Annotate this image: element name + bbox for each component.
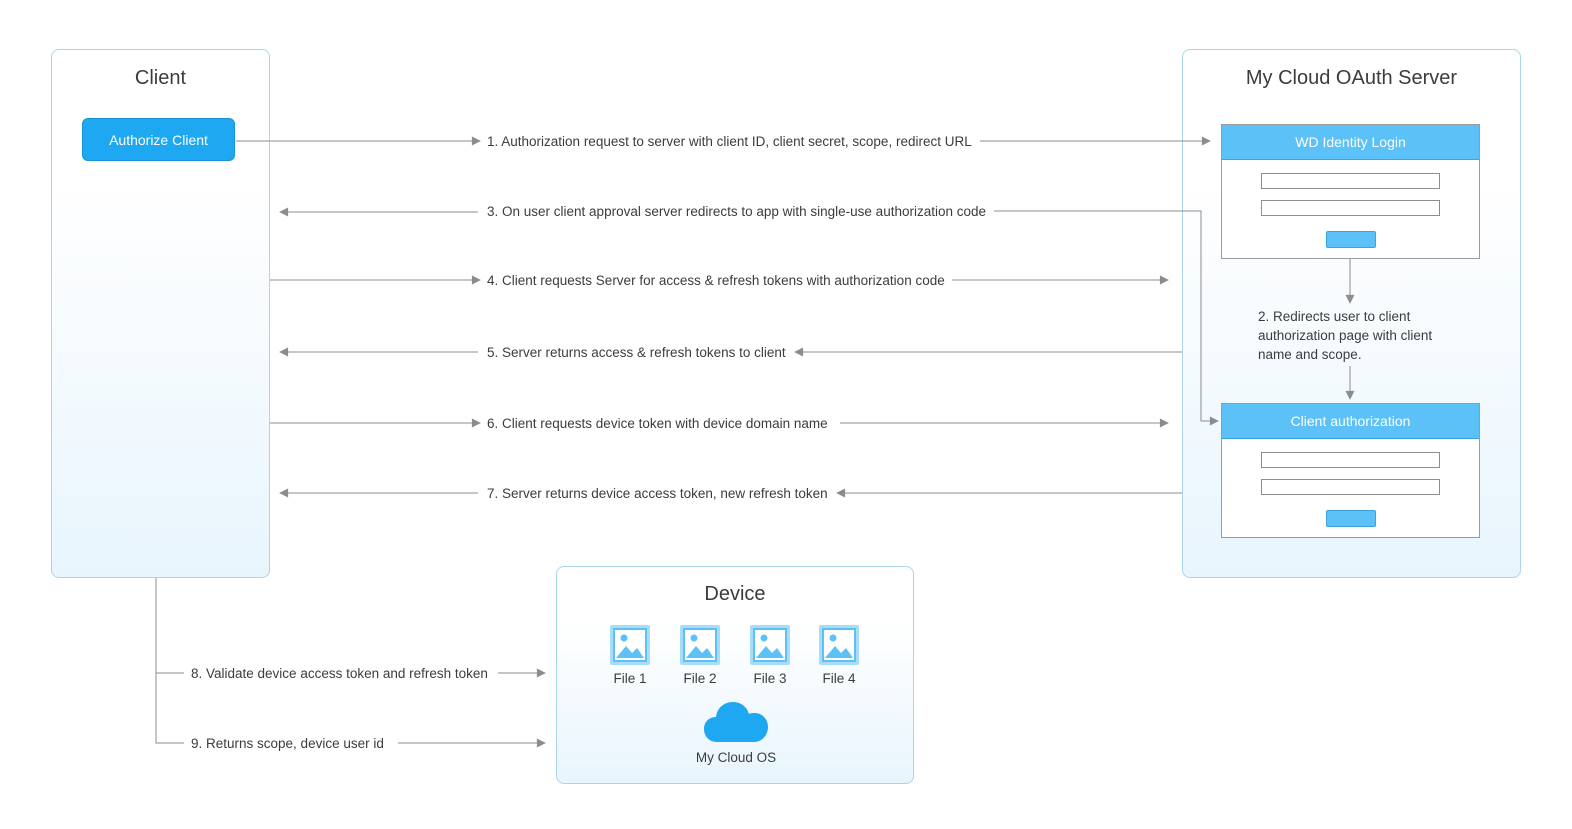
image-file-icon[interactable]: [610, 625, 650, 665]
message-7: 7. Server returns device access token, n…: [487, 486, 828, 501]
file-label-3: File 3: [753, 671, 787, 686]
client-title: Client: [134, 67, 187, 89]
login-password-field[interactable]: [1261, 200, 1440, 216]
my-cloud-os-label: My Cloud OS: [695, 750, 777, 765]
redirect-note: 2. Redirects user to client authorizatio…: [1258, 309, 1433, 362]
auth-field-2[interactable]: [1261, 479, 1440, 495]
image-file-icon[interactable]: [819, 625, 859, 665]
auth-approve-button[interactable]: [1326, 510, 1376, 527]
login-username-field[interactable]: [1261, 173, 1440, 189]
arrow-8-9-trunk: [155, 578, 184, 744]
auth-card-header: Client authorization: [1222, 404, 1479, 439]
server-title: My Cloud OAuth Server: [1245, 67, 1458, 89]
wd-identity-login-card: WD Identity Login: [1221, 124, 1480, 259]
message-9: 9. Returns scope, device user id: [191, 736, 384, 751]
file-label-2: File 2: [683, 671, 717, 686]
device-title: Device: [704, 583, 766, 605]
authorize-client-button[interactable]: Authorize Client: [82, 118, 235, 161]
file-label-4: File 4: [822, 671, 856, 686]
message-6: 6. Client requests device token with dev…: [487, 416, 828, 431]
client-authorization-card: Client authorization: [1221, 403, 1480, 538]
message-4: 4. Client requests Server for access & r…: [487, 273, 945, 288]
login-card-header: WD Identity Login: [1222, 125, 1479, 160]
auth-field-1[interactable]: [1261, 452, 1440, 468]
login-submit-button[interactable]: [1326, 231, 1376, 248]
message-1: 1. Authorization request to server with …: [487, 134, 972, 149]
image-file-icon[interactable]: [750, 625, 790, 665]
cloud-icon: [703, 701, 769, 743]
message-3: 3. On user client approval server redire…: [487, 204, 987, 219]
image-file-icon[interactable]: [680, 625, 720, 665]
device-panel: Device: [556, 566, 914, 784]
arrow-3b: [994, 210, 1219, 426]
message-8: 8. Validate device access token and refr…: [191, 666, 488, 681]
message-5: 5. Server returns access & refresh token…: [487, 345, 786, 360]
file-label-1: File 1: [613, 671, 647, 686]
